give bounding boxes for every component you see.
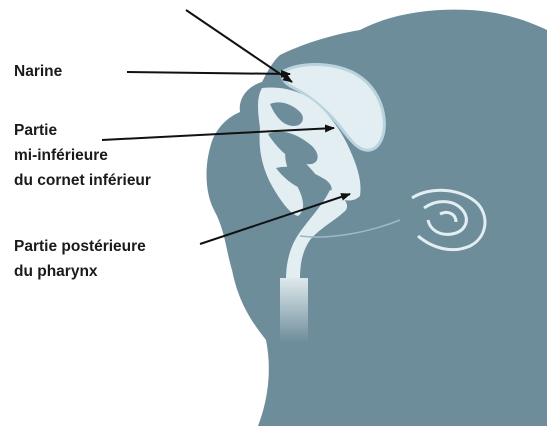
label-pharynx-line-2: du pharynx — [14, 259, 146, 284]
label-cornet-line-2: mi-inférieure — [14, 143, 151, 168]
label-cornet-inferieur: Partie mi-inférieure du cornet inférieur — [14, 118, 151, 193]
trachea-column — [280, 278, 308, 342]
arrow-top — [186, 10, 292, 82]
label-pharynx-line-1: Partie postérieure — [14, 234, 146, 259]
label-narine-text: Narine — [14, 62, 62, 82]
label-cornet-line-3: du cornet inférieur — [14, 168, 151, 193]
label-cornet-line-1: Partie — [14, 118, 151, 143]
arrow-narine — [127, 72, 290, 74]
head-silhouette — [207, 10, 547, 426]
label-narine: Narine — [14, 62, 62, 82]
label-pharynx: Partie postérieure du pharynx — [14, 234, 146, 284]
